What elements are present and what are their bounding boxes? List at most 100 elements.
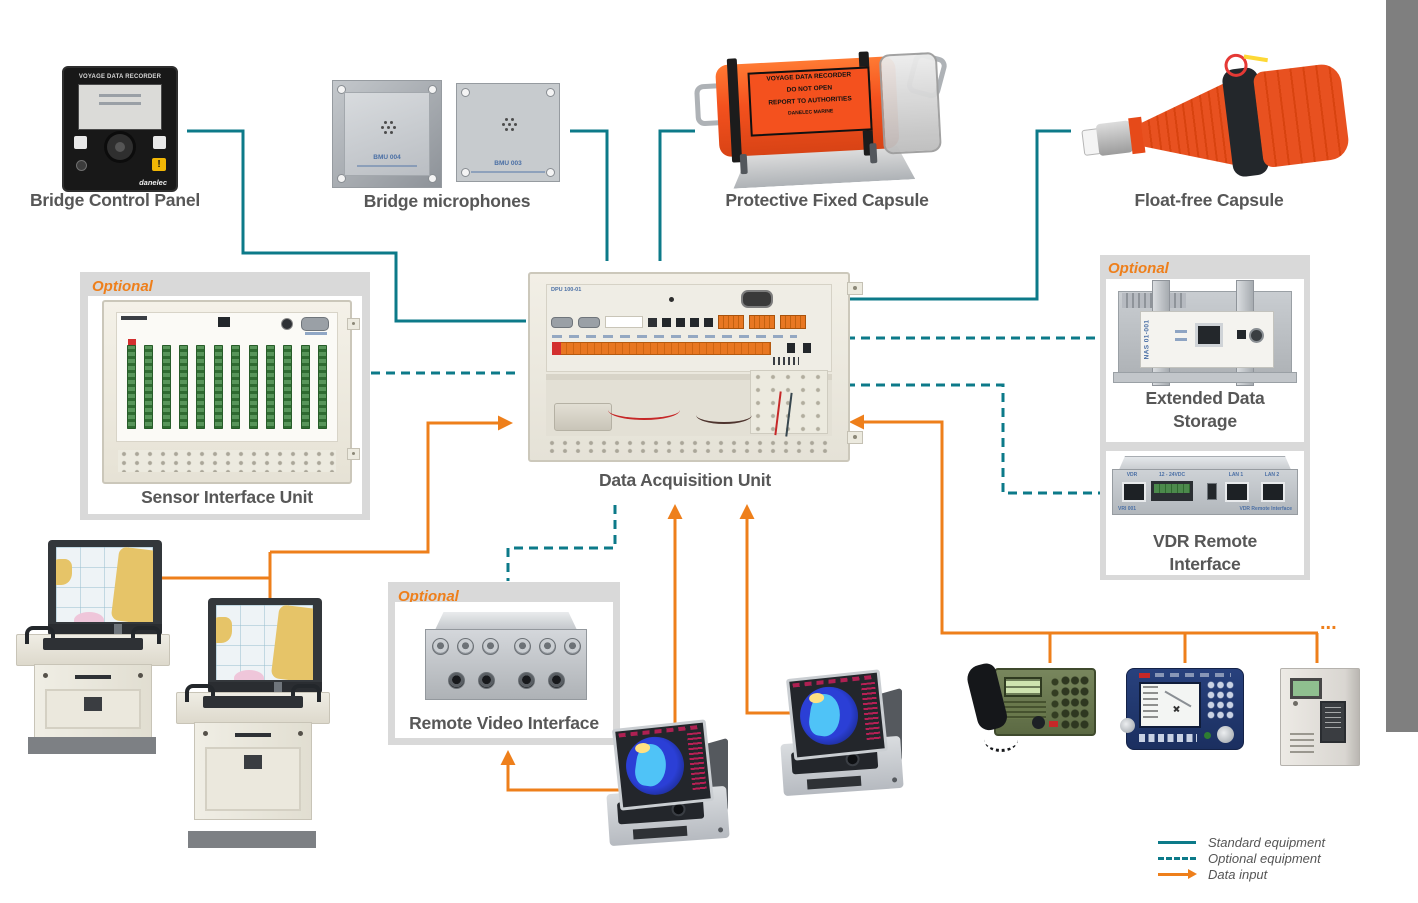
dau-signature-mark <box>773 357 799 365</box>
legend-arrow-swatch <box>1158 869 1198 879</box>
vri-port-label: LAN 2 <box>1264 472 1280 478</box>
eds-round-connector <box>1249 328 1264 343</box>
trackball <box>673 803 684 815</box>
mic-type-line <box>356 165 418 167</box>
bnc-connector <box>432 638 449 655</box>
tray-handle <box>25 626 55 644</box>
screw <box>298 731 303 736</box>
siu-label-line <box>305 332 327 335</box>
legend-row-optional: Optional equipment <box>1158 850 1325 866</box>
screw <box>138 673 143 678</box>
bnc-connector <box>564 638 581 655</box>
mounting-tab <box>347 318 360 330</box>
more-sensors-ellipsis: ... <box>1320 612 1337 634</box>
terminal-block <box>780 315 806 329</box>
connector-mics-dau <box>570 129 609 261</box>
vri-port-label: LAN 1 <box>1228 472 1244 478</box>
bnc-connector <box>482 638 499 655</box>
capsule-warning-label: VOYAGE DATA RECORDER DO NOT OPEN REPORT … <box>747 66 873 137</box>
mounting-tab <box>347 448 360 460</box>
dau-battery <box>554 403 612 431</box>
optional-tag: Optional <box>1108 260 1169 277</box>
cabinet-vent <box>84 697 102 711</box>
nav-data-column <box>1143 686 1158 722</box>
db9-connector <box>578 316 600 328</box>
sensor-interface-unit-image <box>102 300 360 484</box>
dau-cable-bay <box>546 370 832 437</box>
bridge-microphone-2-image: BMU 003 <box>456 83 560 182</box>
screw-hole <box>428 174 437 183</box>
capsule-latch <box>739 153 748 175</box>
bcp-f1-button <box>74 136 87 149</box>
chart-monitor <box>208 598 322 694</box>
db9-connector <box>551 316 573 328</box>
mounting-tab <box>847 282 863 295</box>
mic-faceplate: BMU 004 <box>344 92 430 176</box>
radio-knob <box>1032 716 1045 729</box>
beacon-cone <box>1137 82 1237 176</box>
sensor-cabinet-image <box>1280 668 1360 766</box>
dau-mounting-plate <box>750 370 828 434</box>
dau-led <box>669 297 674 302</box>
label-data-acquisition-unit: Data Acquisition Unit <box>598 470 772 490</box>
legend-row-standard: Standard equipment <box>1158 834 1325 850</box>
nautical-chart-screen <box>56 547 153 622</box>
optional-tag: Optional <box>92 278 153 295</box>
screw-hole <box>337 85 346 94</box>
cabinet-display <box>1290 678 1322 699</box>
bcp-arrow-pad <box>107 134 133 160</box>
radio-body <box>994 668 1096 736</box>
mic-type-line <box>471 171 545 173</box>
dau-port <box>803 343 811 353</box>
dau-shelf <box>546 374 832 380</box>
eds-label-line <box>1175 338 1187 341</box>
screw <box>891 777 898 783</box>
radio-distress-button <box>1049 721 1058 727</box>
trackball <box>847 753 858 765</box>
capsule-latch <box>869 143 878 164</box>
bnc-connector <box>514 638 531 655</box>
optional-tag: Optional <box>398 588 459 605</box>
bridge-control-panel-image: VOYAGE DATA RECORDER ! danelec <box>62 66 178 192</box>
radar-display-1-image <box>606 719 730 847</box>
cabinet-button <box>1293 701 1298 706</box>
bcp-ok-button <box>115 142 125 152</box>
radar-drawer <box>806 775 862 790</box>
nav-screen <box>1139 682 1201 728</box>
cabinet-vent-slot <box>75 675 111 679</box>
ecdis-workstation-2-image <box>176 598 330 848</box>
page-edge-strip <box>1386 0 1418 732</box>
terminal-block <box>718 315 744 329</box>
vri-front-panel: VDR 12 - 24VDC LAN 1 LAN 2 VRI 001 VDR R… <box>1112 469 1298 515</box>
bcp-heading-text: VOYAGE DATA RECORDER <box>78 74 162 80</box>
dau-slot <box>605 316 643 328</box>
radar-screen <box>785 669 889 761</box>
siu-front-panel <box>116 312 338 442</box>
bcp-brand-text: danelec <box>139 178 167 187</box>
remote-video-interface-image <box>425 612 587 700</box>
nav-keypad <box>1207 681 1236 721</box>
keyboard <box>43 638 143 650</box>
beacon-nose <box>1095 120 1134 157</box>
dau-terminal-strip <box>552 342 771 355</box>
vri-port-label: VDR <box>1126 472 1138 478</box>
mic-grille-icon <box>387 125 390 129</box>
rvi-front-panel <box>425 629 587 700</box>
label-vdr-remote-interface-1: VDR Remote <box>1153 531 1257 551</box>
dau-port <box>787 343 795 353</box>
dau-label-row <box>552 335 797 338</box>
radio-lcd <box>1004 677 1042 697</box>
legend-standard-label: Standard equipment <box>1208 834 1326 850</box>
label-remote-video-interface: Remote Video Interface <box>409 713 599 733</box>
chart-shallow-area <box>74 612 104 622</box>
eds-base-plate <box>1113 372 1297 383</box>
bnc-connector <box>539 638 556 655</box>
eds-label-line <box>1175 330 1187 333</box>
chart-landmass <box>110 547 153 622</box>
rvi-top-face <box>435 612 577 630</box>
nav-title-line <box>1155 673 1231 677</box>
handset-cord <box>984 727 1018 752</box>
chart-landmass <box>216 617 232 643</box>
dau-connector-row <box>551 315 827 329</box>
